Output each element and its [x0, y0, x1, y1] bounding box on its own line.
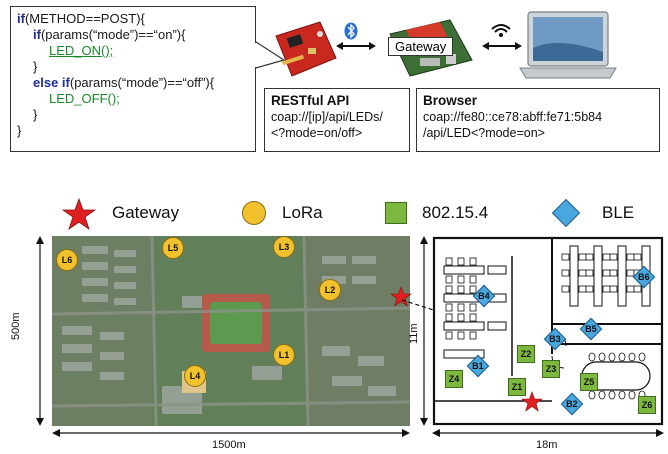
legend-ble-label: BLE	[602, 203, 635, 222]
outdoor-height-dimension	[36, 236, 44, 426]
lora-node-l2: L2	[319, 279, 341, 301]
gateway-label: Gateway	[388, 37, 454, 56]
bidirectional-arrow-bluetooth	[336, 42, 376, 50]
legend-lora-label: LoRa	[282, 203, 323, 222]
ble-node-b3-label: B3	[549, 333, 561, 344]
legend-ble-diamond-icon	[551, 198, 581, 228]
code-box: if(METHOD==POST){ if(params(“mode”)==“on…	[10, 6, 256, 152]
indoor-floor-plan	[432, 236, 664, 426]
code-cond-off: (params(“mode”)==“off”){	[69, 75, 215, 90]
ble-node-b1-label: B1	[472, 360, 484, 371]
satellite-terrain	[52, 236, 410, 426]
code-line-6: LED_OFF();	[49, 91, 120, 106]
lora-node-l1: L1	[273, 344, 295, 366]
indoor-gateway-star-icon	[521, 391, 543, 412]
red-board-image	[275, 21, 337, 77]
outdoor-height-label: 500m	[10, 312, 22, 340]
lora-node-l5: L5	[162, 237, 184, 259]
code-line-1-rest: (METHOD==POST){	[24, 11, 145, 26]
legend-zigbee-square-icon	[385, 202, 407, 224]
indoor-width-label: 18m	[536, 439, 558, 451]
ble-node-b4-label: B4	[478, 290, 490, 301]
outdoor-satellite-map	[52, 236, 410, 426]
code-line-7: }	[33, 107, 38, 122]
lora-node-l3: L3	[273, 236, 295, 258]
lora-node-l4: L4	[184, 365, 206, 387]
ble-node-b6-label: B6	[638, 271, 650, 282]
restful-api-title: RESTful API	[271, 93, 350, 108]
restful-api-query: <?mode=on/off>	[271, 126, 363, 140]
code-kw-else-if: else if	[33, 75, 70, 90]
zigbee-node-z2: Z2	[517, 345, 535, 363]
restful-api-url: coap://[ip]/api/LEDs/	[271, 110, 383, 124]
outdoor-width-label: 1500m	[212, 439, 246, 451]
zigbee-node-z6: Z6	[638, 396, 656, 414]
code-line-4: }	[33, 59, 38, 74]
zigbee-node-z4: Z4	[445, 370, 463, 388]
code-callout-pointer	[255, 40, 286, 69]
legend-gateway-star-icon	[62, 198, 96, 230]
code-line-1: if(METHOD==POST){	[17, 11, 145, 26]
lora-node-l6: L6	[56, 249, 78, 271]
code-kw-if: if	[33, 27, 41, 42]
code-line-5: else if(params(“mode”)==“off”){	[17, 75, 255, 91]
outdoor-gateway-star-icon	[390, 286, 412, 307]
browser-box: Browser coap://fe80::ce78:abff:fe71:5b84…	[416, 88, 660, 152]
restful-api-box: RESTful API coap://[ip]/api/LEDs/ <?mode…	[264, 88, 410, 152]
wifi-icon	[491, 24, 511, 37]
outdoor-width-dimension	[52, 429, 410, 437]
indoor-width-dimension	[432, 429, 664, 437]
legend-gateway-label: Gateway	[112, 203, 180, 222]
legend-lora-circle-icon	[242, 201, 266, 225]
ble-node-b5-label: B5	[585, 323, 597, 334]
code-line-3: LED_ON();	[49, 43, 114, 58]
indoor-height-dimension	[420, 236, 428, 426]
bluetooth-icon	[344, 22, 358, 40]
code-line-8: }	[17, 123, 22, 138]
zigbee-node-z1: Z1	[508, 378, 526, 396]
browser-query: /api/LED<?mode=on>	[423, 126, 545, 140]
code-cond-on: (params(“mode”)==“on”){	[40, 27, 186, 42]
zigbee-node-z5: Z5	[580, 373, 598, 391]
ble-node-b2-label: B2	[566, 398, 578, 409]
browser-url: coap://fe80::ce78:abff:fe71:5b84	[423, 110, 603, 124]
legend-zigbee-label: 802.15.4	[422, 203, 489, 222]
zigbee-node-z3: Z3	[542, 360, 560, 378]
laptop-image	[519, 11, 617, 79]
bidirectional-arrow-wifi	[482, 42, 522, 50]
indoor-height-label: 11m	[408, 323, 420, 344]
browser-title: Browser	[423, 93, 478, 108]
code-line-2: if(params(“mode”)==“on”){	[17, 27, 255, 43]
